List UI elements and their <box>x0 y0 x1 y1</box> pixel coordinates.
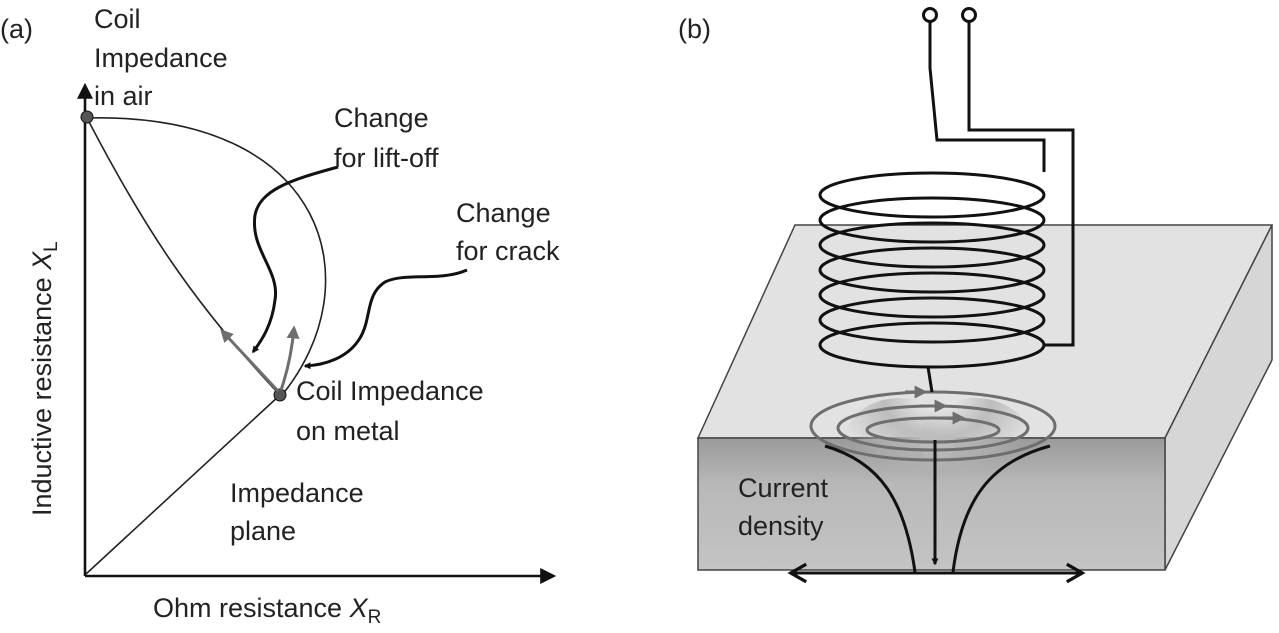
impedance-plane-label: Impedance plane <box>230 478 371 546</box>
coil-turn <box>818 271 1046 319</box>
y-axis-title: Inductive resistance XL <box>27 241 62 516</box>
inner-impedance-curve <box>86 117 281 396</box>
crack-change-arrow <box>279 325 300 391</box>
coil-turn <box>818 246 1046 294</box>
panel-a: (a) Inductive resistance XL Ohm resistan… <box>0 4 560 628</box>
panel-a-label: (a) <box>0 14 33 44</box>
coil-lead-right <box>967 22 1075 347</box>
panel-b: (b) Current density <box>678 7 1274 584</box>
air-impedance-label: Coil Impedance in air <box>94 4 235 111</box>
coil-turn <box>818 221 1046 269</box>
coil-bottom-end <box>926 366 934 393</box>
current-density-label: Current density <box>738 473 836 541</box>
air-impedance-point <box>80 110 94 124</box>
eddy-loop-inner <box>865 416 1001 444</box>
outer-impedance-curve <box>86 117 327 396</box>
x-axis-title: Ohm resistance XR <box>153 593 381 628</box>
panel-b-label: (b) <box>678 14 711 44</box>
liftoff-label: Change for lift-off <box>334 103 439 173</box>
crack-label: Change for crack <box>456 198 560 266</box>
coil-turn <box>818 196 1046 244</box>
coil-terminal-left <box>922 7 938 23</box>
coil-terminal-right <box>961 7 977 23</box>
density-curve-left <box>824 444 917 573</box>
liftoff-change-arrow <box>220 329 280 393</box>
crack-leader-arrow <box>303 268 468 370</box>
density-curve-right <box>951 444 1051 573</box>
coil <box>818 7 1075 393</box>
origin-to-metal-line <box>85 394 281 575</box>
liftoff-leader-arrow <box>251 165 339 354</box>
coil-lead-left <box>928 22 1046 172</box>
coil-turn <box>818 296 1046 344</box>
metal-impedance-label: Coil Impedance on metal <box>296 376 491 446</box>
eddy-loop-outer <box>809 390 1057 462</box>
coil-turn <box>818 171 1046 219</box>
